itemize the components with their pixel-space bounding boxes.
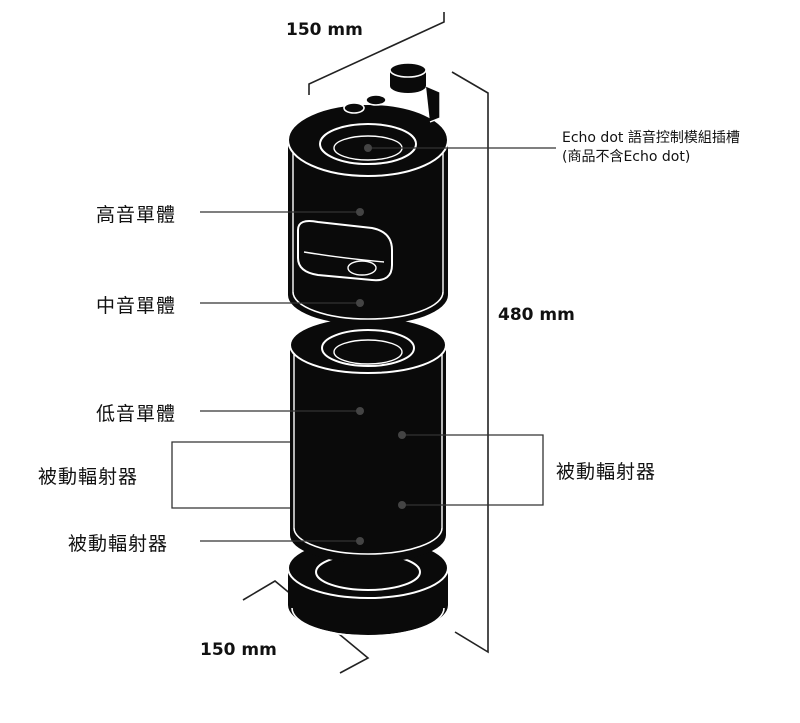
height-label: 480 mm (498, 305, 575, 325)
front-opening (297, 220, 393, 282)
marker-dots (356, 144, 406, 545)
tweeter-label: 高音單體 (96, 204, 177, 226)
left-radiator-bracket (171, 441, 290, 509)
woofer-label: 低音單體 (96, 403, 177, 425)
lower-body (289, 316, 447, 563)
top-controls (343, 62, 441, 123)
slot-note-line2: (商品不含Echo dot) (562, 149, 691, 165)
passive-radiator-bottom-label: 被動輻射器 (68, 533, 169, 555)
top-width-label: 150 mm (286, 20, 363, 40)
top-width-dimension-line (308, 12, 445, 95)
right-radiator-bracket (402, 434, 544, 506)
slot-note-line1: Echo dot 語音控制模組插槽 (562, 130, 740, 146)
passive-radiator-right-label: 被動輻射器 (556, 461, 657, 483)
passive-radiator-left-label: 被動輻射器 (38, 466, 139, 488)
leader-lines (171, 147, 556, 542)
height-dimension-line (451, 71, 489, 654)
bottom-depth-label: 150 mm (200, 640, 277, 660)
midrange-label: 中音單體 (96, 295, 177, 317)
upper-body (287, 103, 449, 325)
